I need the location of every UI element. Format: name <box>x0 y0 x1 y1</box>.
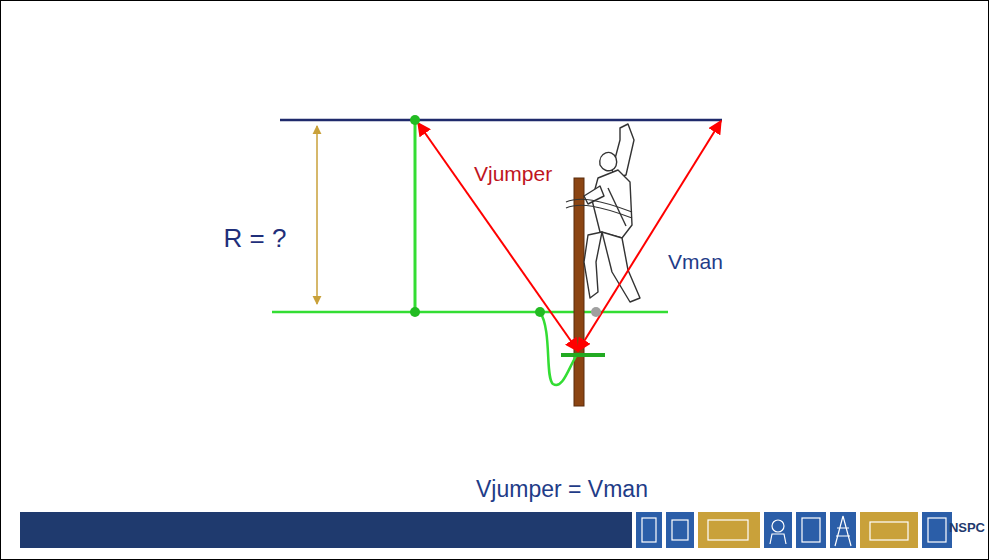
voltage-arrow <box>578 121 721 351</box>
cluster-bar <box>561 353 605 357</box>
logo-text: NSPC <box>949 521 985 536</box>
energized-conductor <box>280 119 722 122</box>
connection-dot <box>410 307 420 317</box>
utility-pole <box>574 178 584 406</box>
dimension-arrow <box>316 126 318 304</box>
voltage-label: Vjumper <box>474 162 552 186</box>
connection-dot <box>535 307 545 317</box>
grounded-conductor <box>272 311 668 314</box>
footer-bar <box>20 512 987 548</box>
voltage-label: Vman <box>668 250 723 274</box>
equation-label: Vjumper = Vman <box>476 476 648 502</box>
lineman-figure <box>566 124 640 302</box>
connection-dot <box>591 307 601 317</box>
dimension-label: R = ? <box>224 224 287 254</box>
voltage-arrow <box>418 123 578 351</box>
connection-dot <box>410 115 420 125</box>
ground-jumper <box>414 120 417 312</box>
